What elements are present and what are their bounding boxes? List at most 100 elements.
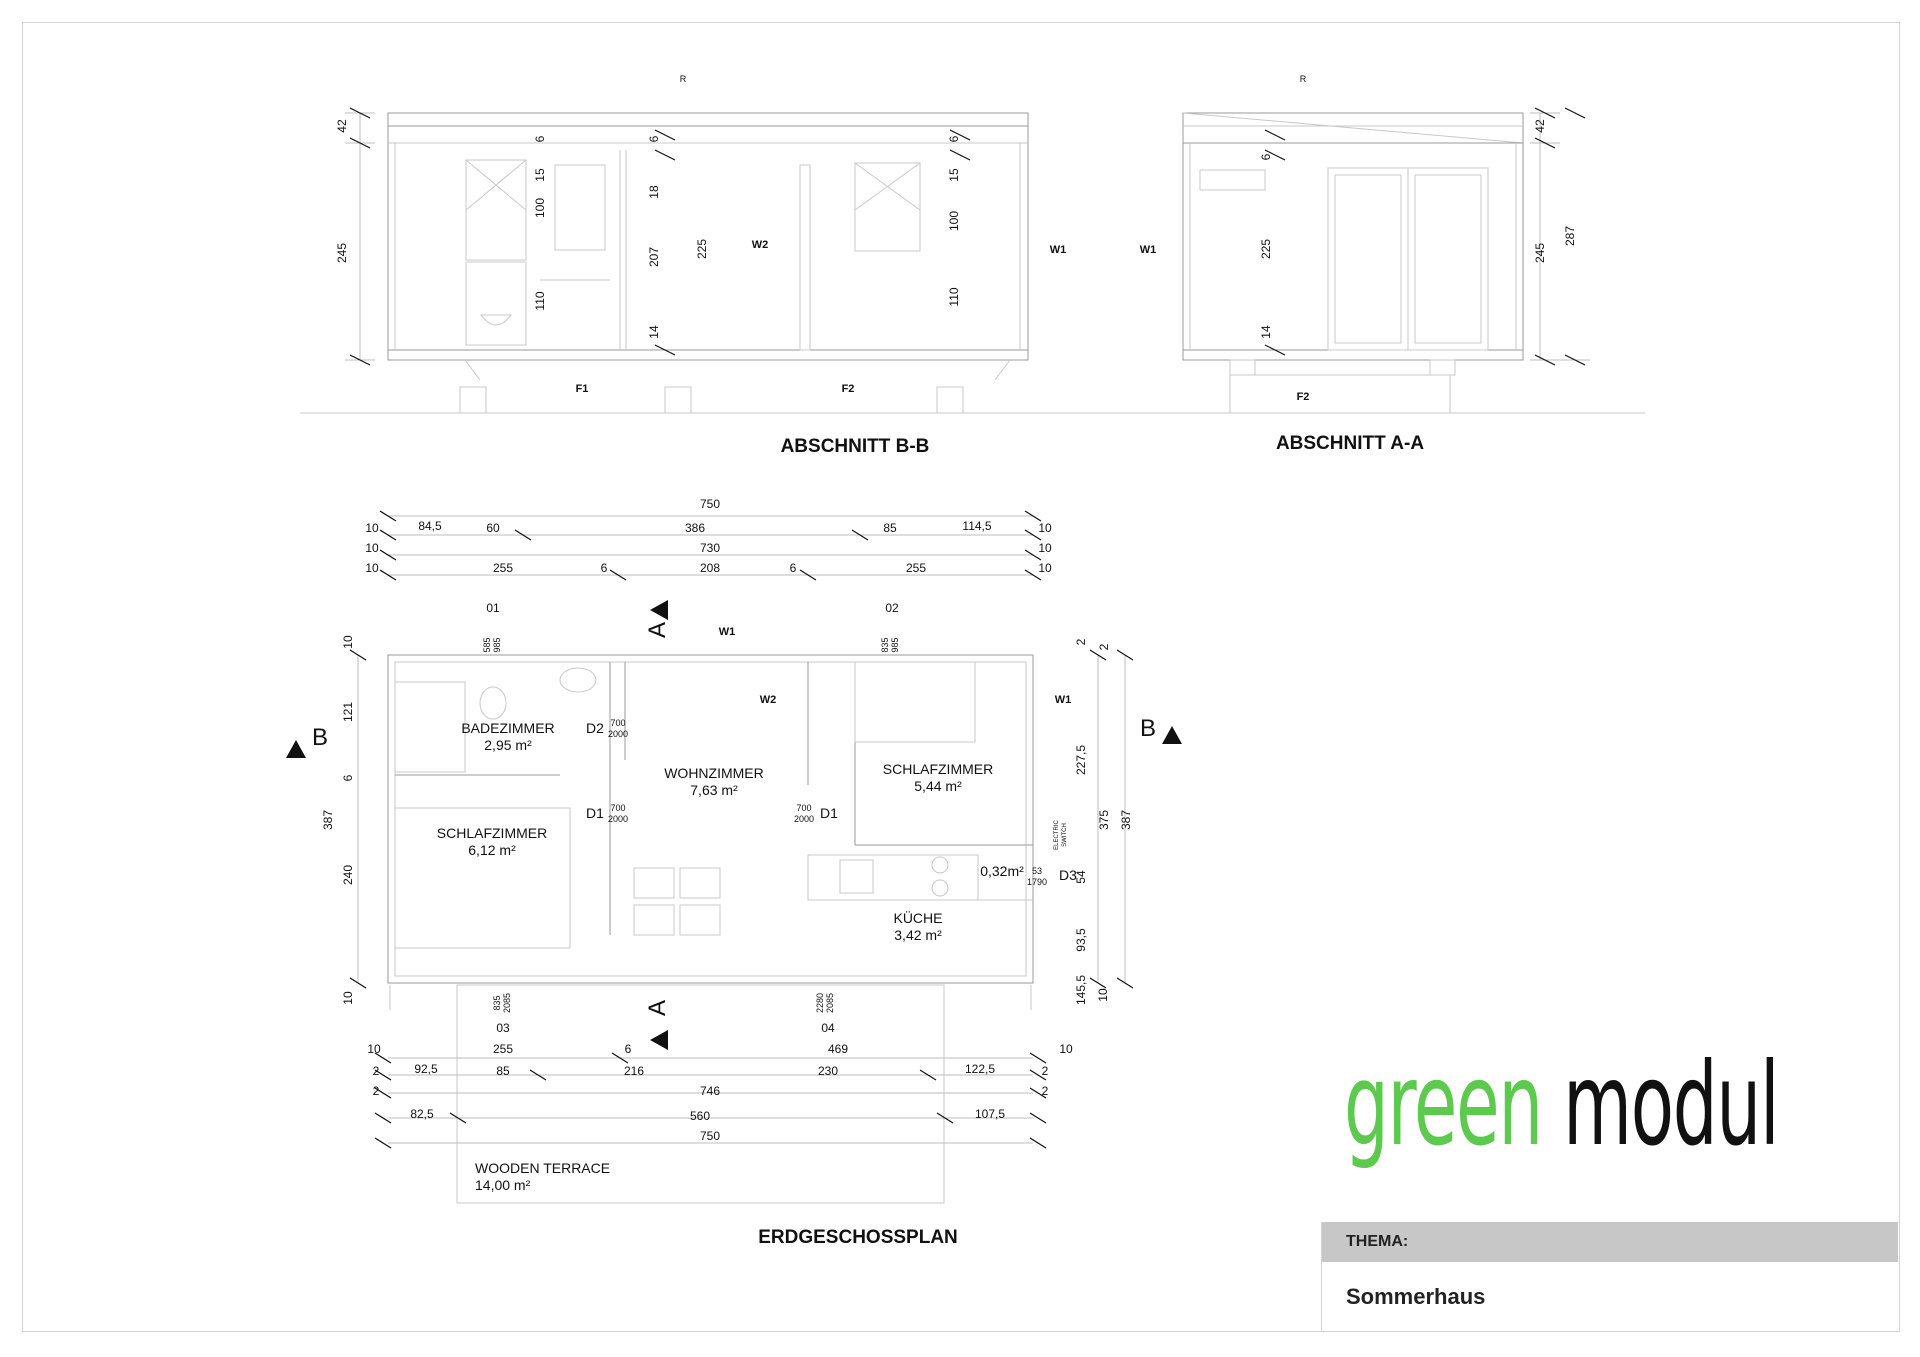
dim-14: 14 [647,325,661,339]
dim-bot-82-5: 82,5 [410,1107,434,1121]
dim-top-10a: 10 [365,521,379,535]
room-schlafzimmer-left-area: 6,12 m² [468,842,516,858]
floor-plan: 750 10 84,5 60 386 85 114,5 10 10 730 10… [286,497,1182,1248]
dim-right-387: 387 [1119,810,1133,830]
dim-left-10b: 10 [341,991,355,1005]
dim-right-54: 54 [1074,870,1088,884]
wall-tag-w1-bb: W1 [1050,244,1067,256]
dim-top-255b: 255 [906,561,926,575]
dim-15a: 15 [533,168,547,182]
window-02-h: 985 [890,637,900,652]
electric-switch-line1: ELECTRIC [1054,819,1060,849]
dim-top-84-5: 84,5 [418,519,442,533]
dim-top-208: 208 [700,561,720,575]
dim-aa-6: 6 [1259,153,1273,160]
section-aa-title: ABSCHNITT A-A [1276,433,1424,454]
window-02: 02 [885,601,899,615]
dim-bot-255: 255 [493,1042,513,1056]
dim-110c: 110 [947,287,961,306]
door-d2-width: 700 [610,718,625,728]
room-wohnzimmer-name: WOHNZIMMER [664,765,764,781]
window-04-w: 2280 [815,993,825,1013]
dim-top-10b: 10 [1038,521,1052,535]
dim-top-60: 60 [486,521,500,535]
dim-bot-85: 85 [496,1064,510,1078]
dim-right-2b: 2 [1097,643,1111,650]
window-01-h: 985 [492,637,502,652]
room-kueche-name: KÜCHE [893,909,942,926]
dim-right-10: 10 [1096,988,1110,1002]
floor-tag-f2-bb: F2 [842,383,855,395]
door-d1-right-height: 2000 [794,814,814,824]
brand-logo: green modul [1344,1048,1780,1162]
dim-left-387: 387 [321,810,335,830]
door-d3-width: 53 [1032,866,1042,876]
dim-6c: 6 [947,135,961,142]
wall-tag-w2-bb: W2 [752,239,769,251]
room-terrace-area: 14,00 m² [475,1177,531,1193]
dim-15c: 15 [947,168,961,182]
wall-tag-w1-right: W1 [1055,694,1072,706]
plan-title: ERDGESCHOSSPLAN [758,1227,958,1248]
logo-green: green [1344,1038,1543,1171]
electric-switch-line2: SWITCH [1062,823,1068,847]
sheet-frame [22,22,1900,1332]
dim-right-375: 375 [1097,810,1111,830]
window-04: 04 [821,1021,835,1035]
dim-110a: 110 [533,291,547,310]
dim-top-85: 85 [883,521,897,535]
dim-top-10c: 10 [365,541,379,555]
door-d1-left-width: 700 [610,803,625,813]
roof-label-bb: R [680,74,687,84]
section-mark-b-right: B [1140,715,1156,742]
section-mark-a-bottom: A [644,1000,671,1016]
dim-bot-6: 6 [625,1042,632,1056]
door-d1-left: D1 [586,805,604,821]
dim-bot-2b: 2 [1042,1064,1049,1078]
room-schlafzimmer-right-area: 5,44 m² [914,778,962,794]
room-terrace-name: WOODEN TERRACE [475,1160,610,1176]
dim-right-93-5: 93,5 [1074,928,1088,952]
dim-left-240: 240 [341,865,355,885]
dim-bot-2a: 2 [373,1064,380,1078]
dim-bot-469: 469 [828,1042,848,1056]
window-03-h: 2085 [502,993,512,1013]
dim-aa-245: 245 [1533,243,1547,263]
section-aa: R W1 6 225 14 42 245 287 F2 ABSCHNITT A-… [1140,74,1590,454]
dim-bot-2c: 2 [373,1084,380,1098]
door-d1-left-height: 2000 [608,814,628,824]
title-block: THEMA: Sommerhaus [1321,1222,1898,1332]
dim-right-2a: 2 [1074,638,1088,645]
roof-label-aa: R [1300,74,1307,84]
dim-100a: 100 [533,198,547,218]
dim-bot-230: 230 [818,1064,838,1078]
window-02-w: 835 [880,637,890,652]
dim-top-730: 730 [700,541,720,555]
dim-6b: 6 [647,135,661,142]
dim-bot-2d: 2 [1042,1084,1049,1098]
dim-top-114-5: 114,5 [962,519,991,533]
dim-bot-750: 750 [700,1129,720,1143]
title-block-value: Sommerhaus [1346,1284,1486,1309]
dim-bot-10b: 10 [1059,1042,1073,1056]
window-01-w: 585 [482,637,492,652]
wall-tag-w2-plan: W2 [760,694,777,706]
dim-left-121: 121 [341,702,355,722]
dim-bot-107-5: 107,5 [975,1107,1005,1121]
door-d3: D3 [1059,867,1077,883]
door-d2-height: 2000 [608,729,628,739]
wall-tag-w1-aa: W1 [1140,244,1157,256]
window-01: 01 [486,601,500,615]
dim-42: 42 [335,119,349,133]
dim-225: 225 [695,239,709,259]
dim-bot-10a: 10 [367,1042,381,1056]
dim-bot-122-5: 122,5 [965,1062,995,1076]
room-schlafzimmer-left-name: SCHLAFZIMMER [437,825,547,841]
dim-bot-92-5: 92,5 [414,1062,438,1076]
floor-tag-f2-aa: F2 [1297,391,1310,403]
dim-top-6a: 6 [601,561,608,575]
door-d2: D2 [586,720,604,736]
room-schlafzimmer-right-name: SCHLAFZIMMER [883,761,993,777]
storage-area: 0,32m² [980,863,1024,879]
